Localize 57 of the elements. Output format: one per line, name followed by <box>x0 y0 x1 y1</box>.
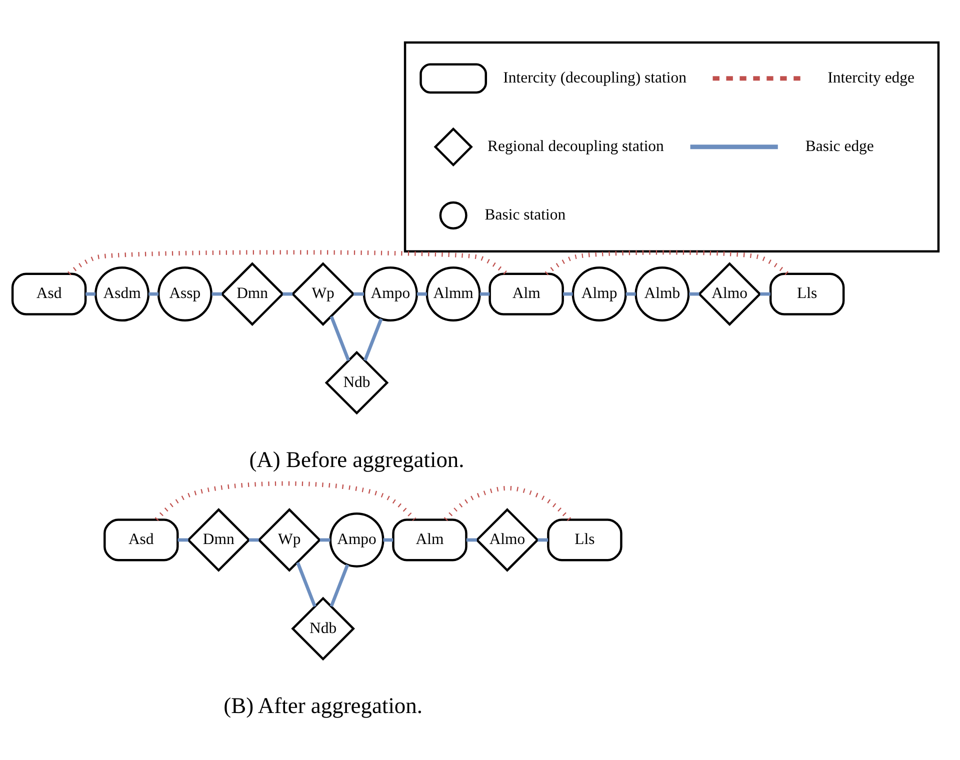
connector <box>330 315 350 361</box>
node-circle: Asdm <box>94 266 150 322</box>
node-diamond: Wp <box>291 262 355 326</box>
connector <box>363 318 383 360</box>
connector <box>148 292 159 296</box>
node-diamond: Ndb <box>291 596 355 660</box>
connector <box>212 292 222 296</box>
connector <box>544 250 788 275</box>
connector <box>249 538 259 542</box>
node-circle: Ampo <box>329 512 384 567</box>
node-box: Lls <box>769 272 845 315</box>
connector <box>444 485 572 520</box>
node-box <box>420 62 488 94</box>
connector <box>68 250 508 275</box>
node-box: Alm <box>392 518 468 561</box>
connector <box>296 561 316 607</box>
connector <box>538 538 548 542</box>
node-box: Lls <box>547 518 622 561</box>
node-box: Asd <box>104 518 179 561</box>
node-circle: Almp <box>572 266 627 322</box>
connector <box>178 538 188 542</box>
connector <box>282 292 292 296</box>
node-diamond: Dmn <box>186 508 251 572</box>
connector <box>760 292 770 296</box>
node-circle: Almb <box>634 266 690 322</box>
connector <box>354 292 364 296</box>
connector <box>689 292 700 296</box>
node-diamond <box>434 126 473 166</box>
connector <box>480 292 490 296</box>
legend-label: Basic edge <box>805 138 874 155</box>
node-diamond: Ndb <box>324 350 389 414</box>
legend-label: Intercity edge <box>828 69 915 86</box>
legend-label: Regional decoupling station <box>488 138 664 155</box>
node-diamond: Dmn <box>220 262 284 326</box>
node-circle: Assp <box>157 266 212 322</box>
label: (B) After aggregation. <box>224 692 423 718</box>
connector <box>330 564 350 606</box>
connector <box>466 538 477 542</box>
legend-label: Basic station <box>484 206 566 224</box>
node-circle <box>439 200 468 229</box>
node-circle: Almm <box>426 266 481 322</box>
node-diamond: Almo <box>698 262 762 326</box>
label: (A) Before aggregation. <box>249 446 464 472</box>
node-diamond: Almo <box>475 508 540 572</box>
connector <box>383 538 394 542</box>
node-box: Alm <box>488 272 564 315</box>
connector <box>86 292 96 296</box>
legend-label: Intercity (decoupling) station <box>503 69 686 86</box>
connector <box>626 292 636 296</box>
cluster <box>404 40 940 252</box>
connector <box>563 292 573 296</box>
connector <box>320 538 330 542</box>
node-circle: Ampo <box>362 266 418 322</box>
connector <box>416 292 427 296</box>
node-diamond: Wp <box>257 508 322 572</box>
node-box: Asd <box>11 272 87 315</box>
connector <box>154 480 416 520</box>
